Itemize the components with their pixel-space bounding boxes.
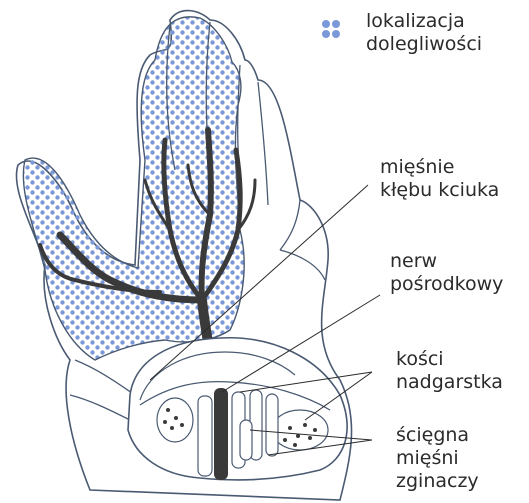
nerve-cross-section bbox=[214, 388, 228, 480]
label-bones-line1: kości bbox=[396, 348, 503, 371]
label-tendons-line1: ścięgna bbox=[396, 424, 479, 447]
label-bones: kości nadgarstka bbox=[396, 348, 503, 394]
label-nerve-line1: nerw bbox=[390, 250, 503, 273]
label-muscles-line1: mięśnie bbox=[380, 156, 499, 179]
dot-cluster-icon bbox=[318, 16, 344, 42]
label-tendons-line2: mięśni bbox=[396, 447, 479, 470]
label-muscles: mięśnie kłębu kciuka bbox=[380, 156, 499, 202]
label-bones-line2: nadgarstka bbox=[396, 371, 503, 394]
label-muscles-line2: kłębu kciuka bbox=[380, 179, 499, 202]
label-tendons: ścięgna mięśni zginaczy bbox=[396, 424, 479, 493]
label-nerve-line2: pośrodkowy bbox=[390, 273, 503, 296]
legend-label: lokalizacja dolegliwości bbox=[366, 10, 482, 56]
legend-label-line2: dolegliwości bbox=[366, 33, 482, 56]
label-nerve: nerw pośrodkowy bbox=[390, 250, 503, 296]
legend-label-line1: lokalizacja bbox=[366, 10, 482, 33]
label-tendons-line3: zginaczy bbox=[396, 470, 479, 493]
